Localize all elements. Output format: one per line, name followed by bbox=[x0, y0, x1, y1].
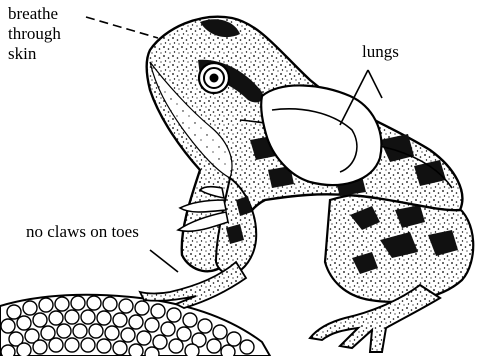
label-breathe-line-3: skin bbox=[8, 44, 61, 64]
frog-eye bbox=[199, 63, 229, 93]
lungs-leader-line-b bbox=[368, 70, 382, 98]
breathe-leader-line bbox=[86, 17, 158, 38]
label-lungs: lungs bbox=[362, 42, 399, 62]
egg-mass bbox=[0, 295, 270, 356]
claws-leader-line bbox=[150, 250, 178, 272]
label-breathe-line-2: through bbox=[8, 24, 61, 44]
label-breathe-through-skin: breathe through skin bbox=[8, 4, 61, 64]
label-no-claws-on-toes: no claws on toes bbox=[26, 222, 139, 242]
label-breathe-line-1: breathe bbox=[8, 4, 61, 24]
